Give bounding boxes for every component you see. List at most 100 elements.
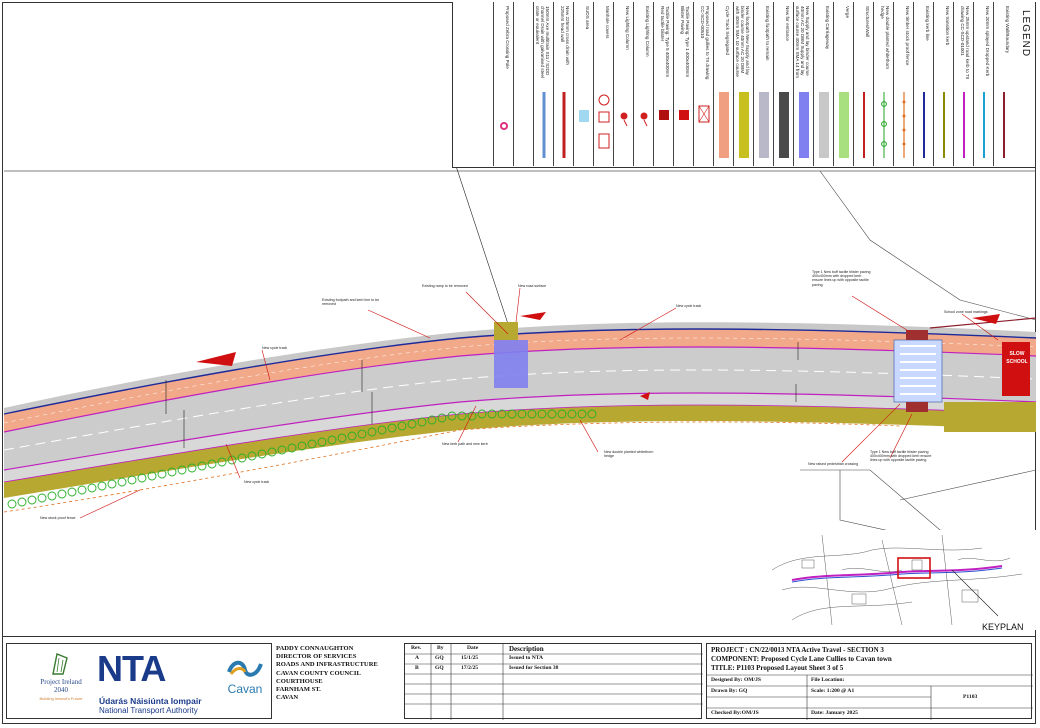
- address-line: COURTHOUSE: [276, 677, 323, 685]
- legend-item: New Supply and lay binder course 40mm AC…: [793, 2, 813, 166]
- rev-cell: Issued to NTA: [509, 655, 544, 661]
- nta-logo: NTA: [97, 648, 166, 689]
- warning-triangle-1: [196, 352, 236, 366]
- legend-item: New Lighting Column: [613, 2, 633, 166]
- dimension-lines: [165, 342, 799, 448]
- new-kerb-line-south: [3, 392, 1037, 471]
- legend-item: [513, 2, 533, 166]
- legend-item: Tactile Paving: Type 1 400x400mm Blister…: [673, 2, 693, 166]
- legend-item-label: New double planted whitethorn hedge: [880, 6, 890, 70]
- legend-item: Tactile Paving: Type 5 400x400mm Red tac…: [653, 2, 673, 166]
- note-tactile-top: Type 1 New buff tactile blister paving 4…: [812, 270, 871, 287]
- note-school-zone: School zone road markings: [944, 310, 988, 314]
- logo-panel: Project Ireland 2040 Building Ireland's …: [6, 643, 272, 719]
- note-existing-ramp: Existing ramp to be removed: [422, 284, 468, 288]
- legend-item-label: New Lighting Column: [625, 6, 630, 50]
- legend-item-label: SUDS area: [585, 6, 590, 30]
- legend-item-label: Proposed Zebra Crossing Pole: [505, 6, 510, 69]
- existing-carriageway-north: [4, 322, 1036, 414]
- legend-symbol-tactile: [679, 110, 689, 120]
- legend-item-label: Cycle Track Segregated: [725, 6, 730, 56]
- legend-symbol-bar: [739, 92, 749, 158]
- address-line: ROADS AND INFRASTRUCTURE: [276, 661, 378, 669]
- legend-item-label: Manhole covers: [605, 6, 610, 39]
- note-new-fence: New stock proof fence: [40, 516, 76, 520]
- legend-symbol-line: [863, 92, 865, 158]
- legend-item-label: Tactile Paving: Type 1 400x400mm Blister…: [680, 6, 690, 78]
- legend-symbol-bar: [719, 92, 729, 158]
- legend-item-label: Existing Lighting Column: [645, 6, 650, 57]
- tactile-paving-south: [906, 402, 928, 412]
- legend-item-label: New transition kerb: [945, 6, 950, 46]
- rev-cell: 17/2/25: [461, 665, 479, 671]
- legend-symbol-line: [923, 92, 925, 158]
- cavan-logo-text: Cavan: [227, 682, 263, 696]
- drawn-by: Drawn By: GQ: [711, 688, 748, 694]
- property-boundary-line: [819, 170, 1037, 321]
- legend-item: 150mm Axe multitrain S11 / S2DD channel …: [533, 2, 553, 166]
- date: Date: January 2025: [811, 710, 858, 716]
- new-road-surface-patch: [494, 340, 528, 388]
- legend-symbol-line: [943, 92, 945, 158]
- legend-symbol-suds: [579, 110, 589, 122]
- legend-symbol-manhole: [598, 94, 610, 149]
- legend-symbol-line: [1003, 92, 1005, 158]
- legend-item-label: Structures/Wall: [865, 6, 870, 37]
- legend-title: LEGEND: [1020, 10, 1031, 58]
- legend-item: Manhole covers: [593, 2, 613, 166]
- verge-east: [944, 402, 1036, 432]
- warning-triangle-2: [520, 312, 546, 320]
- legend-item-label: New for entrance: [785, 6, 790, 41]
- warning-triangle-4: [640, 392, 650, 400]
- file-location: File Location:: [811, 677, 845, 683]
- legend-item: Existing Lighting Column: [633, 2, 653, 166]
- new-stock-fence: [3, 421, 901, 513]
- cycle-track-centre: [3, 337, 1037, 424]
- legend-item: New 225mm cross drain with 225mm head wa…: [553, 2, 573, 166]
- rev-cell: A: [415, 655, 420, 661]
- legend-symbol-bar: [819, 92, 829, 158]
- keyplan-map: [762, 530, 1036, 630]
- keyplan-highlight: [897, 557, 931, 579]
- legend-item: New timber stock proof fence: [893, 2, 913, 166]
- address-line: CAVAN COUNTY COUNCIL: [276, 669, 361, 677]
- legend-item: New double planted whitethorn hedge: [873, 2, 893, 166]
- legend-item: Structures/Wall: [853, 2, 873, 166]
- legend-symbol-bar: [799, 92, 809, 158]
- new-kerb-line-north: [3, 346, 1037, 433]
- crossing-markings: [900, 345, 936, 395]
- legend-symbol-drain: [562, 92, 566, 158]
- rev-header-rev: Rev.: [411, 645, 422, 651]
- legend-item: New transition kerb: [933, 2, 953, 166]
- legend-symbol-hedge: [881, 92, 887, 158]
- legend-item: Proposed Zebra Crossing Pole: [493, 2, 513, 166]
- tactile-paving-north: [906, 330, 928, 340]
- legend-symbol-line: [983, 92, 985, 158]
- nta-english-name: National Transport Authority: [99, 706, 198, 715]
- leader-line-legend: [455, 165, 511, 331]
- address-line: PADDY CONNAUGHTON: [276, 645, 354, 652]
- note-tactile-bottom: Type 1 New buff tactile blister paving 4…: [870, 450, 932, 463]
- legend-item: Existing footpath to remain: [753, 2, 773, 166]
- legend-item-label: New 20mm splayed Dropped Kerb: [985, 6, 990, 77]
- legend-item-label: New 225mm cross drain with 225mm head wa…: [560, 6, 570, 65]
- address-line: CAVAN: [276, 694, 299, 702]
- legend-item: Existing kerb line: [913, 2, 933, 166]
- legend-item-label: New 25mm upstand road kerb to TII drawin…: [960, 6, 970, 80]
- designed-by: Designed By: OM/JS: [711, 677, 762, 683]
- verge-south: [4, 405, 1036, 498]
- new-footpath-patch: [494, 322, 518, 340]
- component-line: COMPONENT: Proposed Cycle Lane Cullies t…: [711, 655, 892, 663]
- legend-symbol-lamp: [620, 112, 628, 127]
- legend-item: New 20mm splayed Dropped Kerb: [973, 2, 993, 166]
- rev-header-by: By: [437, 645, 444, 651]
- project-info-grid: [707, 674, 1033, 720]
- legend-item-label: Proposed road gullies to TII drawing CC-…: [700, 6, 710, 80]
- rev-cell: 15/1/25: [461, 655, 479, 661]
- revision-grid: [405, 644, 703, 720]
- school-sign-text: SLOW SCHOOL: [1006, 351, 1028, 365]
- existing-kerb-line: [3, 328, 1037, 415]
- council-address: PADDY CONNAUGHTON DIRECTOR OF SERVICES R…: [276, 645, 402, 702]
- scale: Scale: 1:200 @ A1: [811, 688, 855, 694]
